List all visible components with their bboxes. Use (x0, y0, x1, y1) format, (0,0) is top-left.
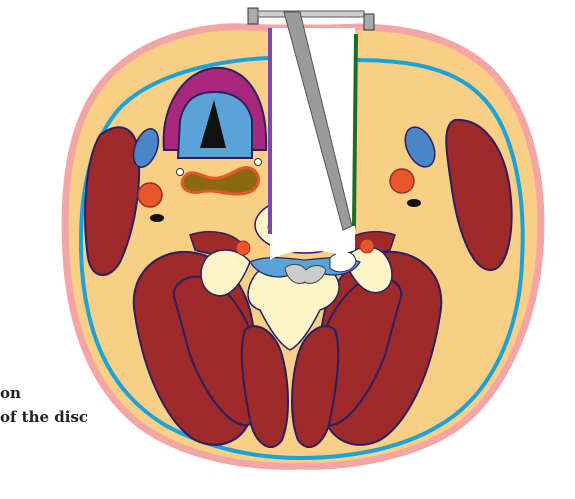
left-small-gland (177, 169, 184, 176)
retractor-right-blade (354, 34, 356, 226)
right-vertebral-artery (360, 239, 374, 253)
retractor-right-post (364, 14, 374, 30)
right-carotid-artery (390, 169, 414, 193)
left-vertebral-artery (236, 241, 250, 255)
caption-line-2: of the disc (0, 408, 88, 426)
retractor-icon (248, 8, 258, 24)
caption-line-1: on (0, 384, 21, 402)
left-carotid-artery (138, 183, 162, 207)
left-vagus-nerve (150, 214, 164, 222)
retractor-bar (258, 11, 364, 17)
right-small-gland (255, 159, 262, 166)
right-vagus-nerve (407, 199, 421, 207)
